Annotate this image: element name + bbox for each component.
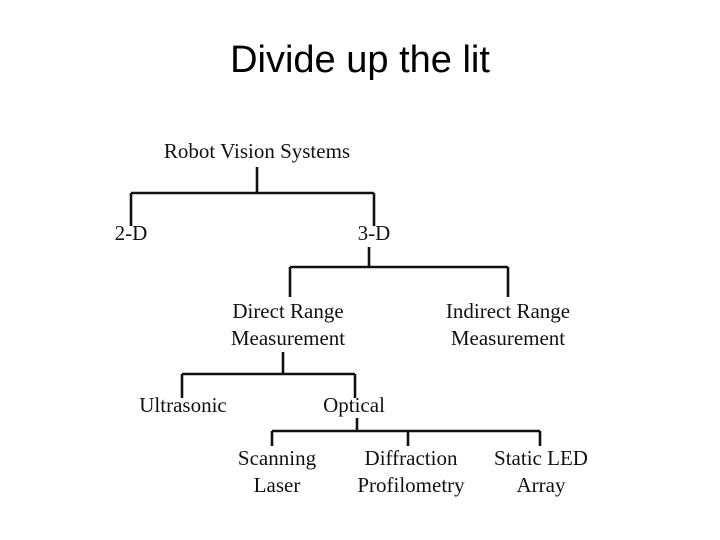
tree-node-line: Diffraction — [365, 446, 458, 470]
tree-node-line: Indirect Range — [446, 299, 570, 323]
tree-node-static-led-array: Static LED Array — [494, 446, 588, 497]
tree-node-line: Scanning — [238, 446, 317, 470]
tree-node-line: Ultrasonic — [139, 393, 226, 417]
tree-node-line: Measurement — [451, 326, 565, 350]
tree-node-line: Array — [517, 473, 566, 497]
tree-node-line: 3-D — [358, 221, 391, 245]
tree-node-ultrasonic: Ultrasonic — [139, 393, 226, 417]
tree-node-three-d: 3-D — [358, 221, 391, 245]
tree-node-line: 2-D — [115, 221, 148, 245]
tree-node-line: Measurement — [231, 326, 345, 350]
tree-node-two-d: 2-D — [115, 221, 148, 245]
tree-node-root: Robot Vision Systems — [164, 139, 350, 163]
tree-node-line: Direct Range — [232, 299, 343, 323]
tree-node-line: Laser — [254, 473, 301, 497]
tree-connector-lines — [129, 167, 542, 446]
tree-node-line: Profilometry — [357, 473, 465, 497]
tree-node-line: Static LED — [494, 446, 588, 470]
page-title: Divide up the lit — [230, 39, 490, 81]
tree-node-line: Optical — [323, 393, 385, 417]
tree-node-line: Robot Vision Systems — [164, 139, 350, 163]
tree-node-optical: Optical — [323, 393, 385, 417]
